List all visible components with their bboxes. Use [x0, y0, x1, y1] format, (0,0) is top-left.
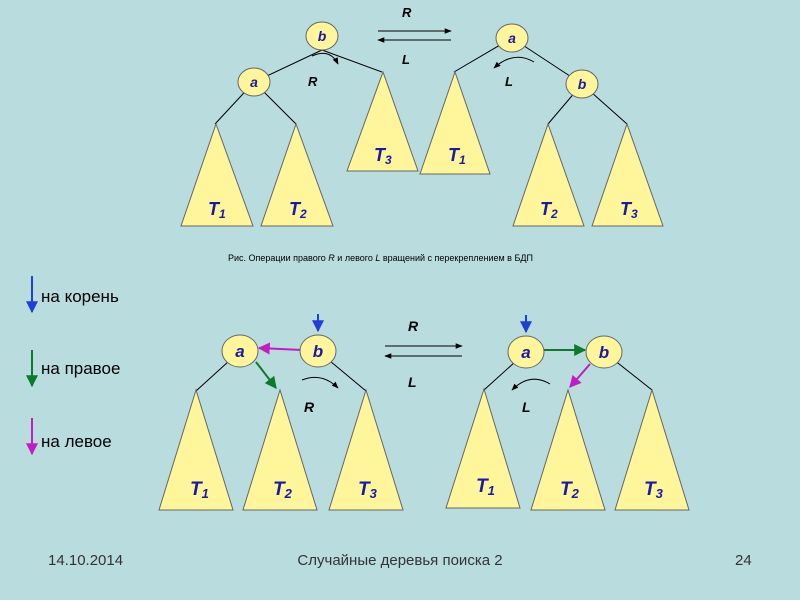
- figure-caption: Рис. Операции правого R и левого L враще…: [228, 253, 533, 263]
- footer-date: 14.10.2014: [48, 552, 124, 569]
- subtree-label: T1: [208, 199, 226, 221]
- node-label: a: [521, 343, 530, 362]
- node-label: b: [578, 76, 587, 92]
- subtree-t2: [260, 122, 334, 227]
- subtree-label: T3: [644, 479, 664, 501]
- subtree-label: T1: [448, 145, 466, 167]
- left-link-arrow-icon: [257, 342, 303, 355]
- top-right-tree: T1 T2 T3 a b L: [419, 23, 664, 227]
- node-a: [507, 335, 545, 369]
- node-label: b: [599, 343, 609, 362]
- left-link-arrow-icon: [569, 363, 591, 388]
- rotation-arrow-icon: [311, 52, 339, 65]
- node-label: a: [508, 30, 516, 46]
- subtree-t3: [614, 388, 690, 511]
- subtree-t1: [445, 387, 521, 509]
- node-a: [237, 67, 271, 97]
- top-transform-arrows: R L: [377, 5, 452, 67]
- subtree-t2: [242, 388, 318, 511]
- subtree-t3: [328, 388, 404, 511]
- rotation-label: L: [522, 399, 531, 415]
- arrow-label-l: L: [402, 52, 410, 67]
- subtree-label: T1: [190, 479, 209, 501]
- node-b: [585, 335, 623, 369]
- rotation-label: R: [308, 74, 318, 89]
- tree-edge: [321, 49, 383, 73]
- subtree-label: T3: [620, 199, 638, 221]
- bottom-left-tree: T1 T2 T3 a b R: [158, 314, 404, 511]
- subtree-label: T3: [358, 479, 378, 501]
- subtree-label: T2: [540, 199, 558, 221]
- node-label: b: [318, 28, 327, 44]
- rotation-arrow-icon: [301, 376, 339, 389]
- rotation-arrow-icon: [511, 378, 551, 391]
- bottom-right-tree: T1 T2 T3 a b L: [445, 315, 690, 511]
- node-a: [221, 334, 259, 368]
- node-label: b: [313, 342, 323, 361]
- page-number: 24: [735, 552, 752, 569]
- legend-label-left: на левое: [41, 432, 112, 451]
- node-label: a: [250, 74, 258, 90]
- legend: на корень на правое на левое: [26, 276, 120, 456]
- footer-title: Случайные деревья поиска 2: [297, 552, 503, 569]
- rotation-label: L: [505, 74, 513, 89]
- bottom-transform-arrows: R L: [384, 318, 463, 390]
- subtree-t2: [530, 388, 606, 511]
- subtree-t1: [419, 70, 491, 175]
- right-link-arrow-icon: [255, 361, 277, 389]
- top-left-tree: T1 T2 T3 b a R: [180, 21, 419, 227]
- node-b: [305, 21, 339, 51]
- node-b: [565, 69, 599, 99]
- subtree-label: T2: [289, 199, 307, 221]
- arrow-label-r: R: [402, 5, 412, 20]
- legend-label-right: на правое: [41, 359, 120, 378]
- rotation-arrow-icon: [493, 56, 535, 69]
- node-b: [299, 334, 337, 368]
- node-label: a: [235, 342, 244, 361]
- subtree-label: T1: [476, 476, 495, 498]
- arrow-label-r: R: [408, 318, 419, 334]
- subtree-t3: [591, 122, 664, 227]
- node-a: [495, 23, 529, 53]
- subtree-label: T2: [560, 479, 580, 501]
- arrow-label-l: L: [408, 374, 417, 390]
- rotation-label: R: [304, 399, 315, 415]
- subtree-label: T2: [273, 479, 293, 501]
- subtree-t1: [158, 388, 234, 511]
- subtree-t3: [346, 70, 419, 172]
- subtree-t1: [180, 122, 254, 227]
- subtree-label: T3: [374, 145, 392, 167]
- subtree-t2: [512, 122, 585, 227]
- legend-label-root: на корень: [41, 287, 119, 306]
